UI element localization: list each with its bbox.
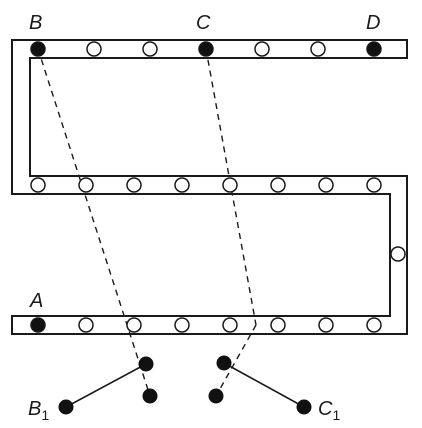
bulb-mid-4 [174,177,190,193]
lead-c1 [223,362,305,408]
bulb-mid-1 [30,177,46,193]
bulb-bot-4 [174,317,190,333]
label-c1: C1 [318,398,340,423]
bulb-mid-3 [126,177,142,193]
bulb-top-5 [254,41,270,57]
terminal-c-lower [208,388,224,404]
bulb-top-3 [142,41,158,57]
terminal-c-upper [216,355,232,371]
bulb-mid-6 [270,177,286,193]
label-a: A [29,290,43,312]
bulb-mid-7 [318,177,334,193]
label-b1-main: B [28,398,41,420]
bulb-c [198,41,214,57]
bulb-bot-7 [318,317,334,333]
label-b: B [29,12,42,34]
label-b1-sub: 1 [41,407,49,423]
lead-b1 [65,363,147,408]
dashed-line-c [205,48,257,326]
label-c1-main: C [318,398,333,420]
bulb-bot-2 [78,317,94,333]
terminal-b-lower [142,388,158,404]
wire-outline [11,39,408,335]
bulb-mid-2 [78,177,94,193]
label-c1-sub: 1 [332,407,340,423]
bulb-a [30,317,46,333]
bulb-bot-5 [222,317,238,333]
bulb-mid-5 [222,177,238,193]
terminal-c1 [296,399,312,415]
bulb-d [366,41,382,57]
bulb-b [30,41,46,57]
dashed-line-b [37,48,151,397]
label-b1: B1 [28,398,49,423]
bulb-top-6 [310,41,326,57]
label-d: D [366,12,380,34]
bulb-right-side [390,246,406,262]
dashed-line-c-lower [215,324,257,397]
bulb-top-2 [86,41,102,57]
bulb-bot-8 [366,317,382,333]
bulb-bot-6 [270,317,286,333]
terminal-b-upper [138,356,154,372]
terminal-b1 [58,399,74,415]
bulb-mid-8 [366,177,382,193]
label-c: C [196,12,211,34]
bulb-bot-3 [126,317,142,333]
